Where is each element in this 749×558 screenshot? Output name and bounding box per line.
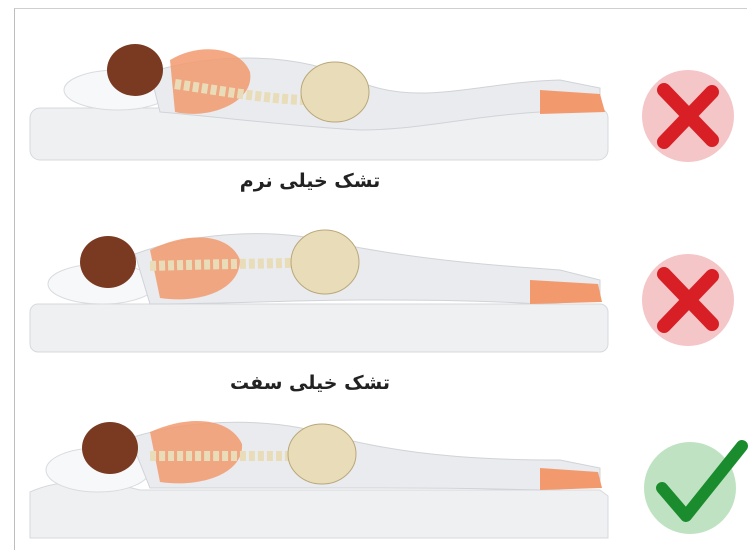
mattress <box>30 304 608 352</box>
scene-too-firm <box>0 200 749 370</box>
pelvis <box>301 62 369 122</box>
sleeping-figure-illustration <box>0 12 749 182</box>
pelvis <box>291 230 359 294</box>
head-hair <box>107 44 163 96</box>
feet <box>530 280 602 304</box>
sleeping-figure-illustration <box>0 200 749 370</box>
head-hair <box>80 236 136 288</box>
pelvis <box>288 424 356 484</box>
head-hair <box>82 422 138 474</box>
scene-too-soft <box>0 12 749 182</box>
caption-too-soft: تشک خیلی نرم <box>210 170 410 192</box>
sleeping-figure-illustration <box>0 388 749 552</box>
scene-correct <box>0 388 749 558</box>
